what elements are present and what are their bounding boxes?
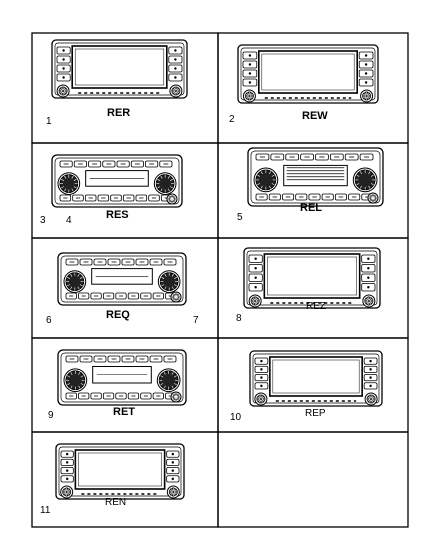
touchscreen-display	[257, 50, 358, 94]
grid-lines	[31, 32, 409, 528]
sales-code-label: RER	[107, 107, 131, 119]
callout-number: 10	[230, 412, 242, 423]
sales-code-label: REZ	[306, 301, 326, 312]
sales-code-label: REW	[302, 110, 328, 122]
part-cell-2	[237, 44, 379, 104]
sales-code-label: REN	[105, 497, 127, 508]
sales-code-label: RET	[113, 406, 135, 418]
part-cell-3	[51, 154, 183, 208]
callout-number: 1	[46, 116, 52, 127]
callout-number: 7	[193, 315, 199, 326]
part-cell-9	[55, 443, 185, 500]
callout-number: 6	[46, 315, 52, 326]
callout-number: 2	[229, 114, 235, 125]
callout-number: 11	[40, 505, 51, 516]
touchscreen-display	[263, 253, 361, 299]
part-cell-7	[57, 349, 187, 406]
part-cell-4	[247, 147, 384, 207]
cd-slot	[283, 164, 348, 187]
sales-code-label: RES	[106, 209, 129, 221]
callout-number: 5	[237, 212, 243, 223]
part-cell-1	[51, 39, 188, 99]
part-cell-6	[243, 247, 381, 309]
callout-number: 8	[236, 313, 242, 324]
sales-code-label: REP	[305, 408, 326, 419]
part-cell-5	[57, 252, 187, 306]
touchscreen-display	[71, 45, 168, 89]
touchscreen-display	[269, 356, 363, 397]
callout-number: 9	[48, 410, 54, 421]
callout-number: 4	[66, 215, 72, 226]
sales-code-label: REL	[300, 202, 322, 214]
part-cell-8	[249, 350, 383, 407]
touchscreen-display	[74, 449, 166, 490]
callout-number: 3	[40, 215, 46, 226]
sales-code-label: REQ	[106, 309, 130, 321]
empty-cell	[217, 431, 409, 528]
